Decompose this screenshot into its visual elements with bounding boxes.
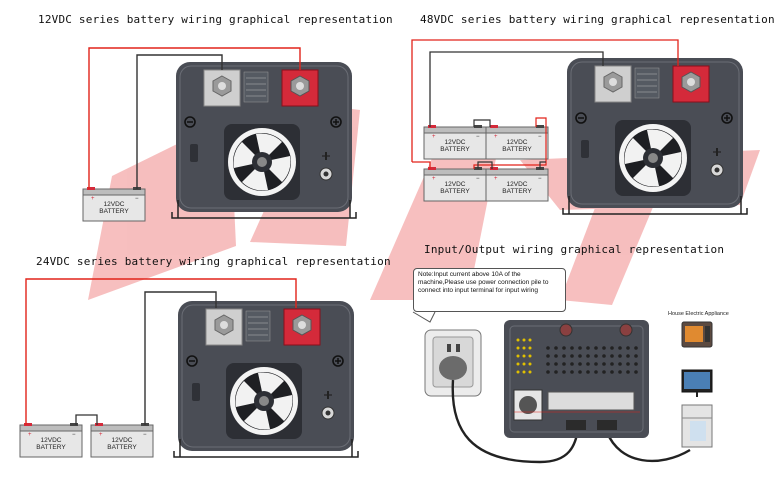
battery-voltage: 12VDC	[444, 181, 466, 188]
battery-voltage: 12VDC	[111, 437, 133, 444]
title-24vdc: 24VDC series battery wiring graphical re…	[36, 255, 391, 268]
title-12vdc: 12VDC series battery wiring graphical re…	[38, 13, 393, 26]
battery-word: BATTERY	[36, 444, 66, 451]
inverter-unit	[174, 301, 358, 457]
battery-word: BATTERY	[502, 146, 532, 153]
battery-word: BATTERY	[107, 444, 137, 451]
battery-word: BATTERY	[440, 188, 470, 195]
battery-word: BATTERY	[99, 208, 129, 215]
inverter-unit	[172, 62, 356, 218]
battery-voltage: 12VDC	[506, 181, 528, 188]
wiring-diagram-sheet: + −	[19, 13, 775, 464]
appliance-label: House Electric Appliance	[668, 311, 729, 317]
battery-word: BATTERY	[502, 188, 532, 195]
title-48vdc: 48VDC series battery wiring graphical re…	[420, 13, 775, 26]
input-current-note: Note:Input current above 10A of the mach…	[413, 268, 566, 312]
battery-voltage: 12VDC	[444, 139, 466, 146]
battery-voltage: 12VDC	[40, 437, 62, 444]
title-input-output: Input/Output wiring graphical representa…	[424, 243, 725, 256]
inverter-rear-panel	[504, 320, 649, 438]
battery-voltage: 12VDC	[506, 139, 528, 146]
battery-voltage: 12VDC	[103, 201, 125, 208]
inverter-unit	[563, 58, 747, 214]
household-appliances	[681, 321, 713, 448]
diagram-canvas: + −	[19, 39, 760, 464]
battery-word: BATTERY	[440, 146, 470, 153]
